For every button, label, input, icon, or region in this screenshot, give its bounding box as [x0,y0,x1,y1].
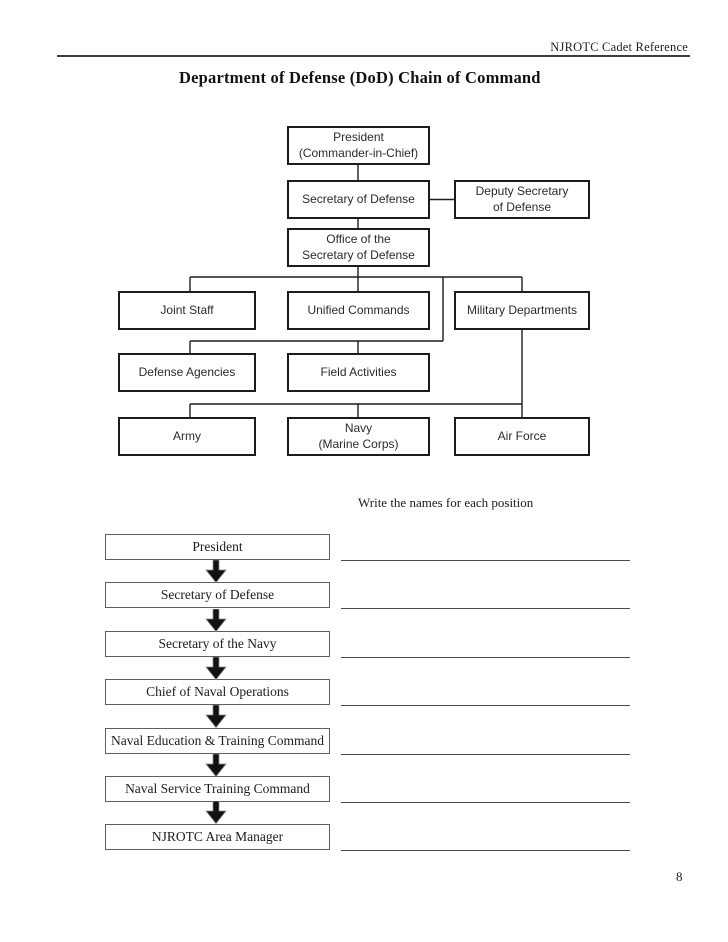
org-box-joint-staff: Joint Staff [118,291,256,330]
answer-line-naval-education-training [341,754,630,755]
position-box-naval-service-training: Naval Service Training Command [105,776,330,802]
org-box-navy: Navy (Marine Corps) [287,417,430,456]
answer-line-president [341,560,630,561]
org-box-air-force: Air Force [454,417,590,456]
down-arrow-icon [205,705,227,728]
org-box-deputy-secretary: Deputy Secretary of Defense [454,180,590,219]
down-arrow-icon [205,801,227,824]
org-box-president: President (Commander-in-Chief) [287,126,430,165]
answer-line-naval-service-training [341,802,630,803]
down-arrow-icon [205,754,227,777]
exercise-instruction: Write the names for each position [358,495,534,510]
position-box-njrotc-area-manager: NJROTC Area Manager [105,824,330,850]
org-box-office-of-secdef: Office of the Secretary of Defense [287,228,430,267]
org-box-field-activities: Field Activities [287,353,430,392]
page-number: 8 [676,869,683,884]
answer-line-chief-of-naval-operations [341,705,630,706]
down-arrow-icon [205,609,227,632]
org-box-unified-commands: Unified Commands [287,291,430,330]
header-reference: NJROTC Cadet Reference [550,40,688,54]
down-arrow-icon [205,560,227,583]
page-title: Department of Defense (DoD) Chain of Com… [179,68,541,87]
position-box-secretary-of-defense: Secretary of Defense [105,582,330,608]
position-box-president: President [105,534,330,560]
answer-line-njrotc-area-manager [341,850,630,851]
answer-line-secretary-of-the-navy [341,657,630,658]
position-box-chief-of-naval-operations: Chief of Naval Operations [105,679,330,705]
header-rule [57,55,690,57]
position-box-naval-education-training: Naval Education & Training Command [105,728,330,754]
org-box-defense-agencies: Defense Agencies [118,353,256,392]
answer-line-secretary-of-defense [341,608,630,609]
down-arrow-icon [205,657,227,680]
org-box-secretary-of-defense: Secretary of Defense [287,180,430,219]
position-box-secretary-of-the-navy: Secretary of the Navy [105,631,330,657]
org-chart-connectors [189,165,523,417]
org-box-army: Army [118,417,256,456]
org-box-military-departments: Military Departments [454,291,590,330]
